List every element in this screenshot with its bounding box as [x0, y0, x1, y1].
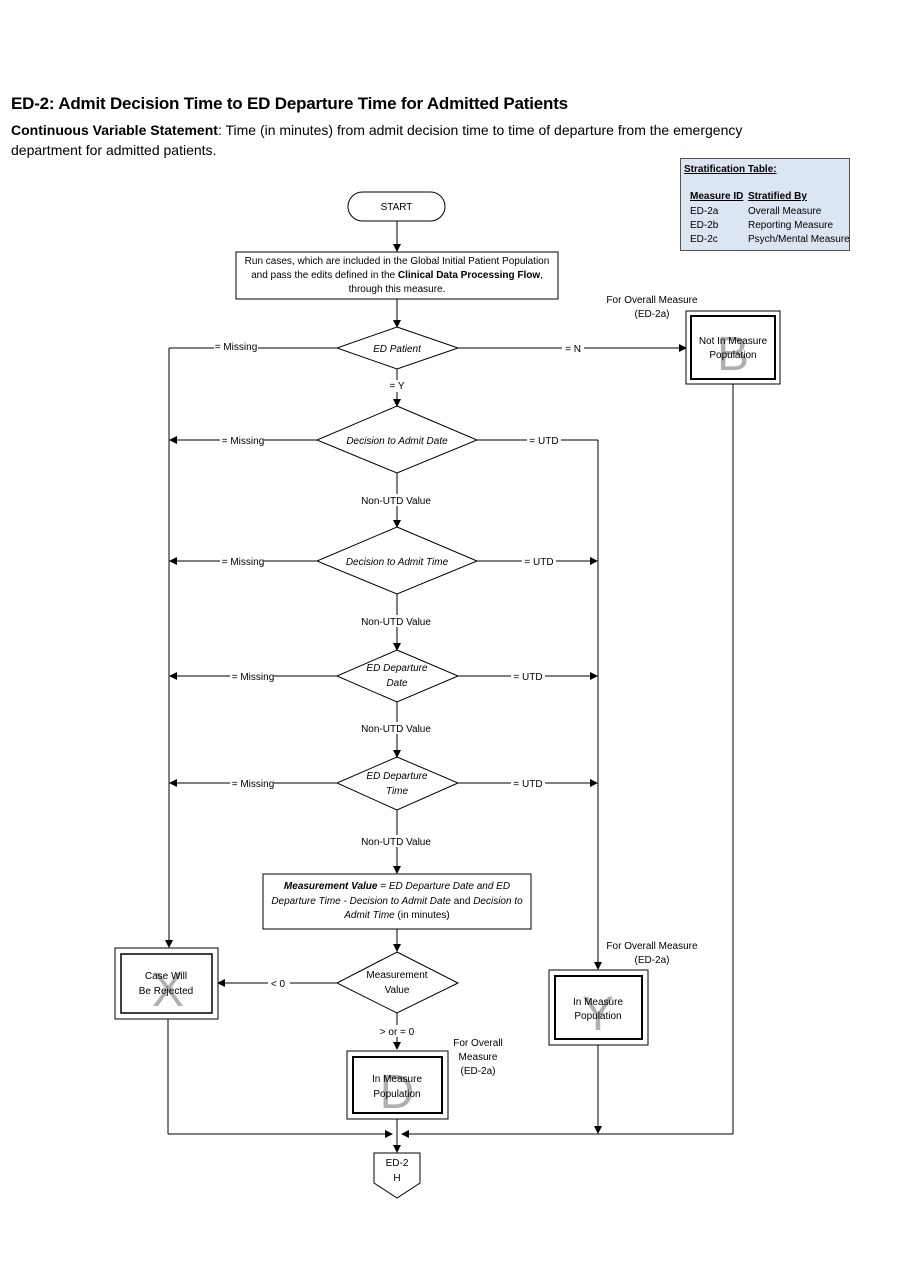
in-population-inner-y: [554, 975, 643, 1040]
page-title: ED-2: Admit Decision Time to ED Departur…: [11, 94, 568, 113]
overall-note-y-1: For Overall Measure: [606, 941, 698, 952]
in-population-inner-d: [352, 1056, 443, 1114]
edge-label-non-utd: Non-UTD Value: [361, 724, 431, 735]
rejected-label-1: Case Will: [145, 971, 187, 982]
rejected-box: [114, 947, 219, 1020]
ed-departure-date-label-1: ED Departure: [366, 663, 428, 674]
ed-patient-label: ED Patient: [373, 344, 422, 355]
measurement-line2: Departure Time - Decision to Admit Date …: [271, 896, 523, 907]
strat-row-by: Overall Measure: [748, 206, 822, 217]
edge-label-non-utd: Non-UTD Value: [361, 837, 431, 848]
measurement-value-label-2: Value: [385, 985, 410, 996]
in-population-y-label-2: Population: [574, 1011, 621, 1022]
stratification-title: Stratification Table:: [684, 164, 777, 175]
ed-departure-time-decision: [335, 756, 460, 811]
edge-label-missing: = Missing: [222, 436, 265, 447]
edge-label-utd: = UTD: [513, 779, 542, 790]
statement-text: : Time (in minutes) from admit decision …: [11, 122, 743, 158]
off-page-label-1: ED-2: [386, 1158, 409, 1169]
edge-label-y: = Y: [389, 381, 404, 392]
overall-note-b-1: For Overall Measure: [606, 295, 698, 306]
decision-time-label: Decision to Admit Time: [346, 557, 449, 568]
edge-label-missing: = Missing: [232, 779, 275, 790]
off-page-connector: [373, 1152, 421, 1199]
measurement-line3: Admit Time (in minutes): [343, 910, 450, 921]
not-in-population-inner: [690, 315, 776, 380]
strat-header-by: Stratified By: [748, 191, 807, 202]
measurement-box: [262, 873, 532, 930]
measurement-value-label-1: Measurement: [366, 970, 427, 981]
edge-label-lt0: < 0: [271, 979, 286, 990]
edge-label-missing: = Missing: [232, 672, 275, 683]
edge-label-missing: = Missing: [222, 557, 265, 568]
letter-b: B: [717, 328, 749, 381]
run-cases-line3: through this measure.: [349, 284, 446, 295]
edge-label-utd: = UTD: [524, 557, 553, 568]
rejected-label-2: Be Rejected: [139, 986, 193, 997]
edge-label-non-utd: Non-UTD Value: [361, 617, 431, 628]
decision-time-decision: [315, 526, 479, 595]
measurement-line1: Measurement Value = ED Departure Date an…: [284, 881, 510, 892]
in-population-box-y: [548, 969, 649, 1046]
strat-row-id: ED-2a: [690, 206, 719, 217]
ed-patient-decision: [335, 326, 460, 370]
statement-label: Continuous Variable Statement: [11, 122, 218, 138]
strat-row-by: Psych/Mental Measure: [748, 234, 850, 245]
in-population-y-label-1: In Measure: [573, 997, 623, 1008]
run-cases-line2: and pass the edits defined in the Clinic…: [251, 270, 543, 281]
ed-departure-date-decision: [335, 649, 460, 703]
measure-statement: Continuous Variable Statement: Time (in …: [11, 120, 811, 160]
in-population-d-label-1: In Measure: [372, 1074, 422, 1085]
overall-note-d-1: For Overall: [453, 1038, 502, 1049]
strat-header-id: Measure ID: [690, 191, 744, 202]
edge-labels: = Missing = N = Y = Missing = UTD Non-UT…: [214, 341, 584, 1038]
in-population-box-d: [346, 1050, 449, 1120]
overall-note-d-2: Measure: [459, 1052, 498, 1063]
letter-d: D: [380, 1066, 415, 1119]
start-label: START: [381, 202, 413, 213]
measurement-value-decision: [335, 951, 460, 1014]
overall-note-b-2: (ED-2a): [634, 309, 669, 320]
edge-label-non-utd: Non-UTD Value: [361, 496, 431, 507]
rejected-inner: [120, 953, 213, 1014]
overall-note-y-2: (ED-2a): [634, 955, 669, 966]
edge-label-utd: = UTD: [513, 672, 542, 683]
not-in-population-box: [685, 310, 781, 385]
overall-note-d-3: (ED-2a): [460, 1066, 495, 1077]
decision-date-label: Decision to Admit Date: [346, 436, 448, 447]
strat-row-by: Reporting Measure: [748, 220, 834, 231]
edge-label-missing: = Missing: [215, 342, 258, 353]
in-population-d-label-2: Population: [373, 1089, 420, 1100]
strat-row-id: ED-2c: [690, 234, 718, 245]
not-in-population-label-2: Population: [709, 350, 756, 361]
strat-row-id: ED-2b: [690, 220, 719, 231]
stratification-table: Stratification Table: Measure ID Stratif…: [680, 158, 850, 251]
not-in-population-label-1: Not In Measure: [699, 336, 768, 347]
ed-departure-time-label-2: Time: [386, 786, 409, 797]
edge-label-n: = N: [565, 344, 581, 355]
edge-label-ge0: > or = 0: [380, 1027, 415, 1038]
edge-label-utd: = UTD: [529, 436, 558, 447]
letter-x: X: [152, 964, 184, 1017]
decision-date-decision: [315, 405, 479, 474]
ed-departure-date-label-2: Date: [386, 678, 408, 689]
letter-y: Y: [582, 988, 614, 1041]
run-cases-box: [235, 251, 559, 300]
off-page-label-2: H: [393, 1173, 400, 1184]
ed-departure-time-label-1: ED Departure: [366, 771, 428, 782]
start-node: [347, 191, 446, 222]
run-cases-line1: Run cases, which are included in the Glo…: [245, 256, 550, 267]
